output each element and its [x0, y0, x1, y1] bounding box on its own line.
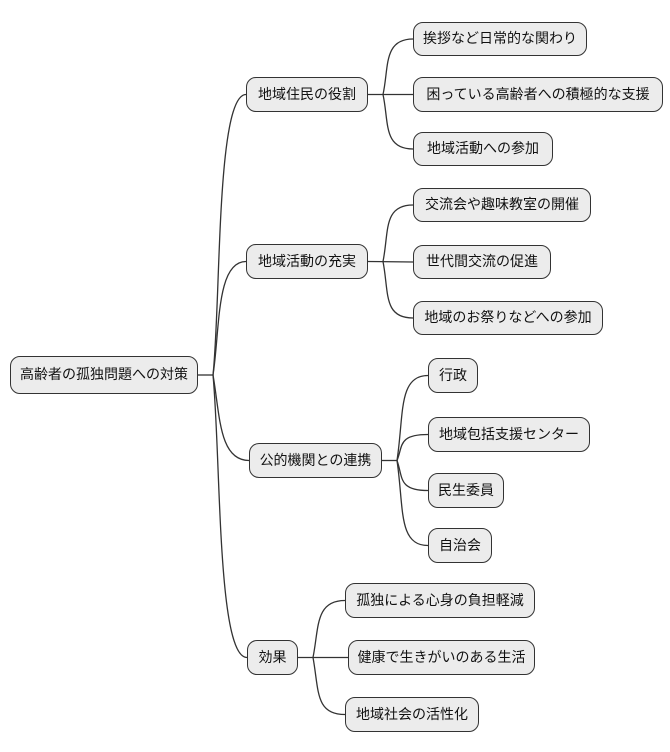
edge-branch-3-leaf-1 [396, 374, 429, 461]
edge-root-branch-2 [212, 260, 247, 376]
node-leaf-4-1: 孤独による心身の負担軽減 [345, 583, 535, 618]
edge-branch-2-leaf-2 [367, 260, 414, 263]
node-leaf-3-1: 行政 [428, 358, 478, 393]
edge-branch-2-leaf-1 [382, 204, 414, 262]
edge-root-branch-4 [212, 374, 248, 659]
edge-root-branch-3 [212, 374, 250, 462]
node-leaf-2-3: 地域のお祭りなどへの参加 [413, 301, 603, 335]
edge-branch-3-leaf-3 [396, 460, 429, 492]
node-leaf-3-2: 地域包括支援センター [428, 417, 590, 452]
node-leaf-3-4: 自治会 [428, 528, 492, 563]
node-branch-4: 効果 [247, 640, 298, 675]
node-leaf-4-2: 健康で生きがいのある生活 [348, 640, 535, 675]
node-branch-2: 地域活動の充実 [246, 244, 368, 279]
edge-branch-4-leaf-1 [312, 599, 346, 658]
edge-branch-1-leaf-1 [382, 38, 414, 95]
node-leaf-2-2: 世代間交流の促進 [413, 245, 551, 279]
node-leaf-1-3: 地域活動への参加 [413, 132, 553, 166]
edge-branch-3-leaf-4 [396, 460, 429, 547]
node-leaf-3-3: 民生委員 [428, 473, 504, 508]
node-root: 高齢者の孤独問題への対策 [10, 356, 198, 394]
node-branch-1: 地域住民の役割 [246, 77, 368, 112]
node-leaf-1-2: 困っている高齢者への積極的な支援 [413, 77, 663, 112]
edge-branch-4-leaf-3 [312, 657, 346, 716]
edge-branch-1-leaf-3 [382, 94, 414, 150]
node-branch-3: 公的機関との連携 [249, 443, 382, 478]
edge-root-branch-1 [212, 93, 247, 376]
node-leaf-4-3: 地域社会の活性化 [345, 697, 479, 732]
node-leaf-1-1: 挨拶など日常的な関わり [413, 22, 587, 56]
node-leaf-2-1: 交流会や趣味教室の開催 [413, 188, 591, 222]
edge-branch-2-leaf-3 [382, 261, 414, 319]
edge-branch-3-leaf-2 [396, 433, 429, 461]
